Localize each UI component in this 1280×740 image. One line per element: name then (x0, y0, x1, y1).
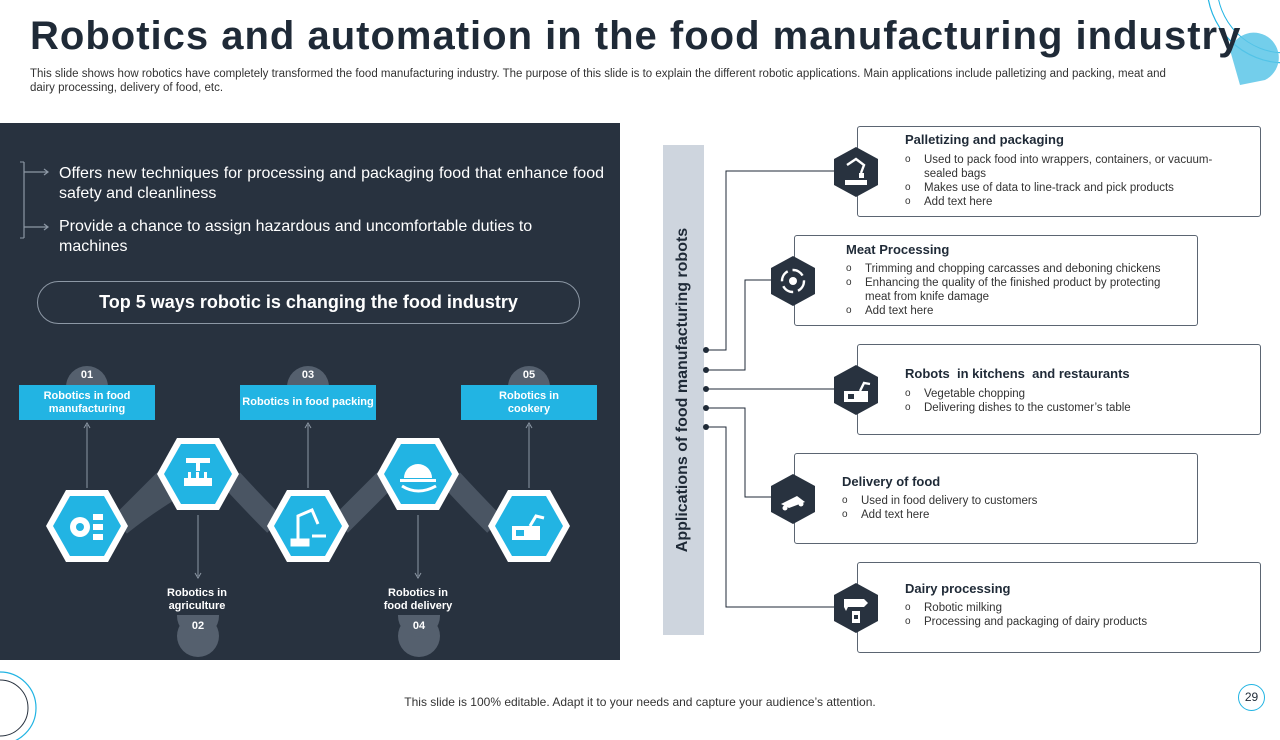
delivery-drone-icon (771, 474, 815, 524)
way-hex-03 (267, 490, 349, 562)
cow-milk-icon (834, 583, 878, 633)
app-list-item: Makes use of data to line-track and pick… (905, 181, 1245, 195)
way-hex-05 (488, 490, 570, 562)
app-list-item: Add text here (846, 304, 1186, 318)
app-list: Vegetable chopping Delivering dishes to … (905, 387, 1245, 415)
way-label: Robotics in food delivery (383, 587, 453, 612)
app-list-item: Robotic milking (905, 601, 1245, 615)
robot-kitchen-icon (512, 514, 545, 540)
footer-note: This slide is 100% editable. Adapt it to… (404, 695, 876, 709)
app-list-item: Processing and packaging of dairy produc… (905, 615, 1245, 629)
app-list-item: Delivering dishes to the customer’s tabl… (905, 401, 1245, 415)
way-label: Robotics in agriculture (167, 587, 227, 612)
ways-heading: Top 5 ways robotic is changing the food … (37, 281, 580, 324)
app-list-item: Used in food delivery to customers (842, 494, 1182, 508)
way-hex-02 (157, 438, 239, 510)
side-bar (663, 145, 704, 635)
way-hex-04 (377, 438, 459, 510)
palletizing-robot-icon (834, 147, 878, 197)
bullet-text: Offers new techniques for processing and… (59, 165, 604, 202)
app-list-item: Trimming and chopping carcasses and debo… (846, 262, 1186, 276)
robotic-arm-icon (290, 508, 326, 547)
way-number-04: 04 (398, 615, 440, 637)
app-list-item: Enhancing the quality of the finished pr… (846, 276, 1186, 304)
way-hex-01 (46, 490, 128, 562)
app-list: Robotic milking Processing and packaging… (905, 601, 1245, 629)
way-label: Robotics in cookery (461, 385, 597, 420)
app-list: Used to pack food into wrappers, contain… (905, 153, 1245, 209)
way-label: Robotics in food manufacturing (19, 385, 155, 420)
corner-decoration (1207, 0, 1280, 85)
bullet-bracket (20, 161, 49, 239)
app-list: Trimming and chopping carcasses and debo… (846, 262, 1186, 318)
connector-lines (703, 170, 835, 608)
app-title: Dairy processing (905, 581, 1011, 596)
robot-harvester-icon (184, 458, 212, 486)
page-title: Robotics and automation in the food manu… (30, 14, 1242, 58)
bullet-text: Provide a chance to assign hazardous and… (59, 218, 533, 255)
food-serving-cloche-icon (400, 464, 437, 493)
app-list-item: Add text here (905, 195, 1245, 209)
app-title: Delivery of food (842, 474, 941, 489)
app-title: Palletizing and packaging (905, 132, 1064, 147)
app-list-item: Add text here (842, 508, 1182, 522)
page-subtitle: This slide shows how robotics have compl… (30, 68, 1166, 94)
way-number-02: 02 (177, 615, 219, 637)
processing-cycle-icon (771, 256, 815, 306)
kitchen-robot-icon (834, 365, 878, 415)
app-list-item: Vegetable chopping (905, 387, 1245, 401)
gear-settings-icon (70, 514, 103, 540)
ways-diagram (46, 422, 570, 579)
corner-decoration-bottom (0, 671, 37, 740)
app-title: Meat Processing (846, 242, 950, 257)
app-title: Robots in kitchens and restaurants (905, 366, 1130, 381)
page-number: 29 (1238, 684, 1265, 711)
app-list: Used in food delivery to customers Add t… (842, 494, 1182, 522)
app-list-item: Used to pack food into wrappers, contain… (905, 153, 1245, 181)
way-label: Robotics in food packing (240, 385, 376, 420)
